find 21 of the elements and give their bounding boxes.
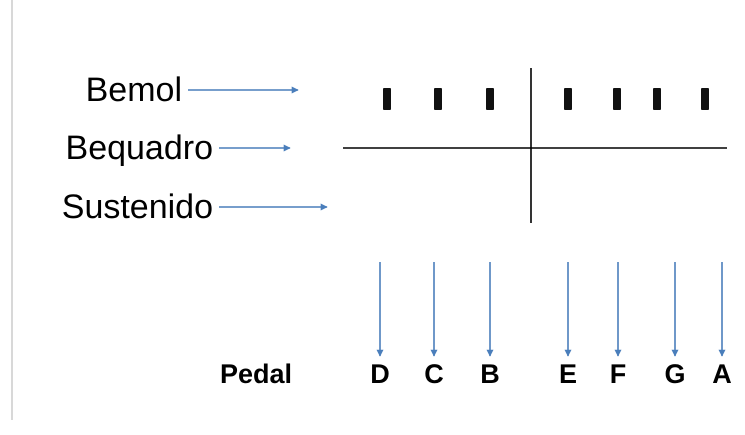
pedal-letter: F — [598, 358, 638, 390]
arrow — [486, 262, 494, 357]
arrow — [672, 262, 678, 357]
text-label: Bequadro — [66, 128, 213, 168]
text-label: Sustenido — [62, 187, 213, 227]
arrow — [219, 144, 291, 152]
pedal-letter: C — [414, 358, 454, 390]
arrow — [219, 204, 328, 210]
pedal-letter: D — [360, 358, 400, 390]
arrow — [430, 262, 438, 357]
pedal-letter: B — [470, 358, 510, 390]
arrow — [564, 262, 572, 357]
arrow — [718, 262, 726, 357]
arrow — [188, 86, 299, 94]
arrow — [614, 262, 622, 357]
text-label: Bemol — [86, 70, 182, 110]
pedal-letter: E — [548, 358, 588, 390]
row-label: Pedal — [220, 358, 292, 390]
arrow — [376, 262, 384, 357]
pedal-letter: A — [702, 358, 742, 390]
pedal-letter: G — [655, 358, 695, 390]
